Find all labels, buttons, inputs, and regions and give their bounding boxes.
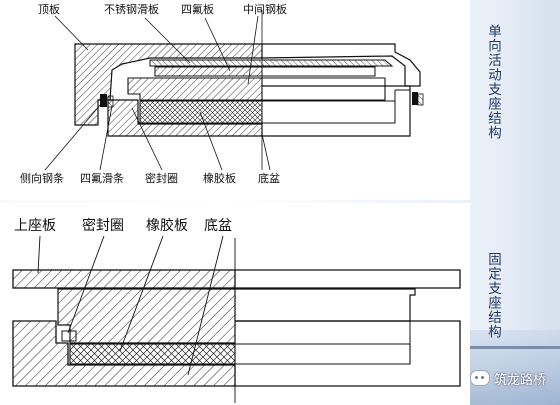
label-base-pot-bottom: 底盆 [204,218,232,234]
top-diagram-drawing [44,10,424,171]
label-rubber-plate: 橡胶板 [203,172,236,185]
middle-block-shape [57,288,236,344]
label-stainless-slide-plate: 不锈钢滑板 [104,3,159,16]
watermark-text: 筑龙路桥 [494,372,547,388]
base-pot-shape-bottom [12,320,236,387]
top-diagram-panel: 顶板 不锈钢滑板 四氟板 中间钢板 侧向钢条 四氟滑条 密封圈 橡胶板 底盆 [0,0,470,200]
label-side-steel-strip: 侧向钢条 [20,172,64,185]
watermark: 筑龙路桥 [470,368,546,388]
label-seal-ring: 密封圈 [145,172,178,185]
side-steel-strip-shape [100,94,107,107]
label-rubber-plate-bottom: 橡胶板 [146,218,188,234]
label-upper-seat-plate: 上座板 [14,218,56,234]
label-top-plate: 顶板 [38,3,60,16]
label-ptfe-slide-strip: 四氟滑条 [80,172,124,185]
ptfe-plate-shape [154,66,263,77]
background-photo-bridge [470,346,560,349]
label-middle-steel-plate: 中间钢板 [243,3,287,16]
background-photo-water [470,330,560,405]
bottom-diagram-drawing [12,235,461,403]
rubber-plate-shape [139,100,263,124]
stainless-slide-plate-shape [149,59,394,67]
bottom-diagram-caption: 固定支座结构 [485,252,501,339]
wechat-icon [470,370,490,386]
upper-seat-plate-shape [12,269,236,289]
bottom-diagram-panel: 上座板 密封圈 橡胶板 底盆 [0,203,470,405]
top-diagram-caption: 单向活动支座结构 [485,24,501,140]
middle-steel-plate-shape [127,77,263,101]
label-seal-ring-bottom: 密封圈 [82,218,124,234]
rubber-plate-shape-bottom [69,343,236,365]
label-ptfe-plate: 四氟板 [181,3,214,16]
ptfe-slide-strip-shape [107,95,114,108]
label-base-pot: 底盆 [258,172,280,185]
